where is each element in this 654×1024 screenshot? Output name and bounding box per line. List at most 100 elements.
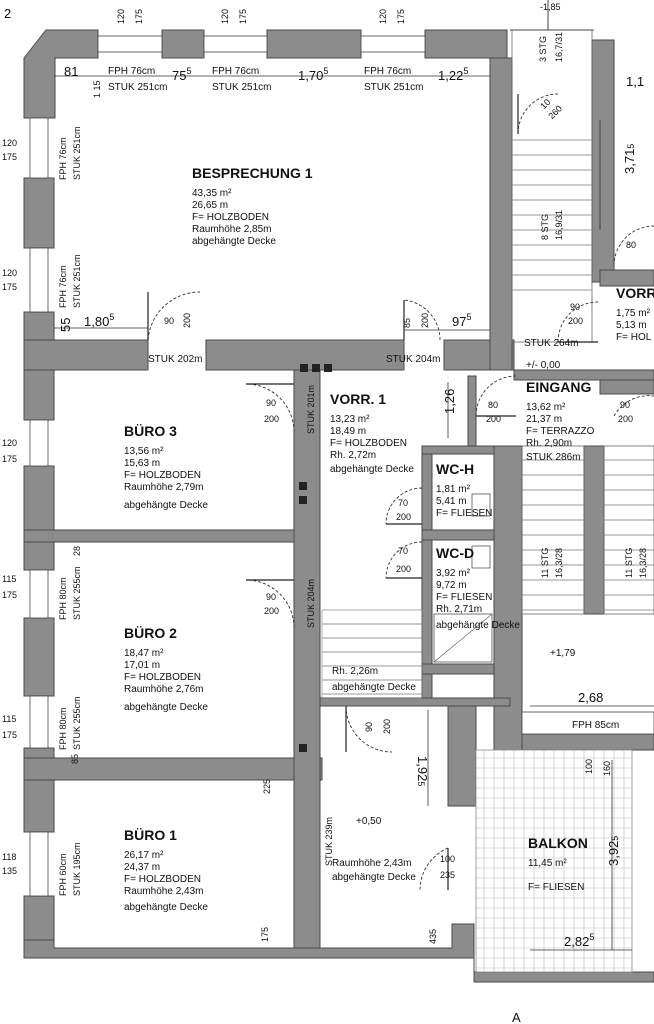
room-floor-wch: F= FLIESEN [436,508,492,519]
dim-282: 2,825 [564,932,594,949]
stair-3stg-label: 3 STG [538,36,548,62]
door-far-80: 80 [626,240,636,250]
stuk-201: STUK 201m [306,385,316,434]
door4-90: 90 [266,592,276,602]
stair-8stg: 8 STG [540,214,550,240]
door-entry-80: 80 [488,400,498,410]
stair-11stg-r: 16,3/28 [554,548,564,578]
door2-85: 85 [402,318,412,328]
door-balk-100: 100 [440,854,455,864]
window-left-3 [29,419,49,467]
room-perim-buero2: 17,01 m [124,660,160,671]
wall-top-pier-1 [161,29,205,59]
wall-far-right [591,39,615,283]
windows [29,35,654,897]
door-vorr-right [557,301,599,343]
door3-90: 90 [266,398,276,408]
dim-371: 3,715 [622,144,637,174]
opening-175-b: 175 [238,9,248,24]
lw4-fph: FPH 80cm [58,577,68,620]
dim-43: 435 [428,929,438,944]
wall-wc-mid [421,529,503,541]
door-entry [475,375,517,417]
opening-120-a: 120 [116,9,126,24]
dim-11: 1,1 [626,74,644,89]
lw6-stuk: STUK 195cm [72,842,82,896]
door2-200: 200 [420,313,430,328]
besprechung-window-labels: 81 FPH 76cm STUK 251cm 755 FPH 76cm STUK… [64,64,468,98]
balcony-tiles [475,749,633,973]
dim-75: 755 [172,66,191,83]
room-area-vorr1: 13,23 m² [330,414,370,425]
wall-top-pier-2 [266,29,362,59]
lw5-stuk: STUK 255cm [72,696,82,750]
room-perim-besprechung1: 26,65 m [192,200,228,211]
dim-170: 1,705 [298,66,328,83]
dim-22: 225 [262,779,272,794]
wall-corridor-left [293,369,321,949]
door-buero2 [245,579,295,629]
room-area-buero2: 18,47 m² [124,648,164,659]
dim-268: 2,68 [578,690,603,705]
stairs [321,0,654,699]
room-floor-vorr-right: F= HOL [616,332,652,343]
door-vorr-far [613,225,654,267]
room-name-buero1: BÜRO 1 [124,827,177,843]
top-left-label: 2 [4,6,11,21]
room-buero1: BÜRO 1 26,17 m² 24,37 m F= HOLZBODEN Rau… [124,779,334,942]
room-floor-wcd: F= FLIESEN [436,592,492,603]
lw4-stuk: STUK 255cm [72,566,82,620]
dim-17: 175 [260,927,270,942]
wall-left-1 [23,177,55,249]
wall-entry-top [513,369,654,381]
room-area-buero1: 26,17 m² [124,850,164,861]
lw1-175: 175 [2,152,17,162]
room-floor-balkon: F= FLIESEN [528,882,584,893]
opening-120-c: 120 [378,9,388,24]
door-buero3 [245,383,295,433]
room-perim-eingang: 21,37 m [526,414,562,425]
win1-fph: FPH 76cm [108,66,155,77]
room-perim-buero1: 24,37 m [124,862,160,873]
room-ceiling-buero2: abgehängte Decke [124,702,208,713]
wall-right-besprechung [489,57,513,371]
lw1-fph: FPH 76cm [58,137,68,180]
room-name-wcd: WC-D [436,545,474,561]
window-balcony [521,711,654,735]
door-stair-top [517,93,559,135]
stuk-239: STUK 239m [324,817,334,866]
lower-hall-ceiling: abgehängte Decke [332,872,416,883]
room-ceiling-wcd: abgehängte Decke [436,620,520,631]
room-perim-wcd: 9,72 m [436,580,467,591]
level-entry: +/- 0,00 [526,360,561,371]
room-name-vorr1: VORR. 1 [330,391,386,407]
lw1-stuk: STUK 251cm [72,126,82,180]
stair-11stg: 11 STG [540,548,550,578]
win3-fph: FPH 76cm [364,66,411,77]
stuk-204: STUK 204m [386,354,440,365]
door-wch-70: 70 [398,498,408,508]
room-area-buero3: 13,56 m² [124,446,164,457]
room-eingang: EINGANG 13,62 m² 21,37 m F= TERRAZZO Rh.… [486,74,648,731]
door-balk-235: 235 [440,870,455,880]
room-area-wcd: 3,92 m² [436,568,471,579]
door-right-edge [613,395,654,417]
level-top-label: -1,85 [540,2,561,12]
win1-stuk: STUK 251cm [108,82,167,93]
room-name-besprechung1: BESPRECHUNG 1 [192,165,313,181]
room-name-balkon: BALKON [528,835,588,851]
vorr-lower-ceiling: abgehängte Decke [332,682,416,693]
room-height-buero2: Raumhöhe 2,76m [124,684,204,695]
lower-hall-height: Raumhöhe 2,43m [332,858,412,869]
room-stuk-eingang: STUK 286m [526,452,580,463]
balk-160: 160 [602,761,612,776]
window-left-2 [29,247,49,313]
lw3-175: 175 [2,454,17,464]
window-top-1 [97,35,163,53]
room-lower-hall: +0,50 Raumhöhe 2,43m abgehängte Decke 90… [332,719,455,944]
room-ceiling-buero3: abgehängte Decke [124,500,208,511]
door-balcony [419,847,449,891]
door-vorr-90: 90 [570,302,580,312]
lw2-175: 175 [2,282,17,292]
room-floor-vorr1: F= HOLZBODEN [330,438,407,449]
